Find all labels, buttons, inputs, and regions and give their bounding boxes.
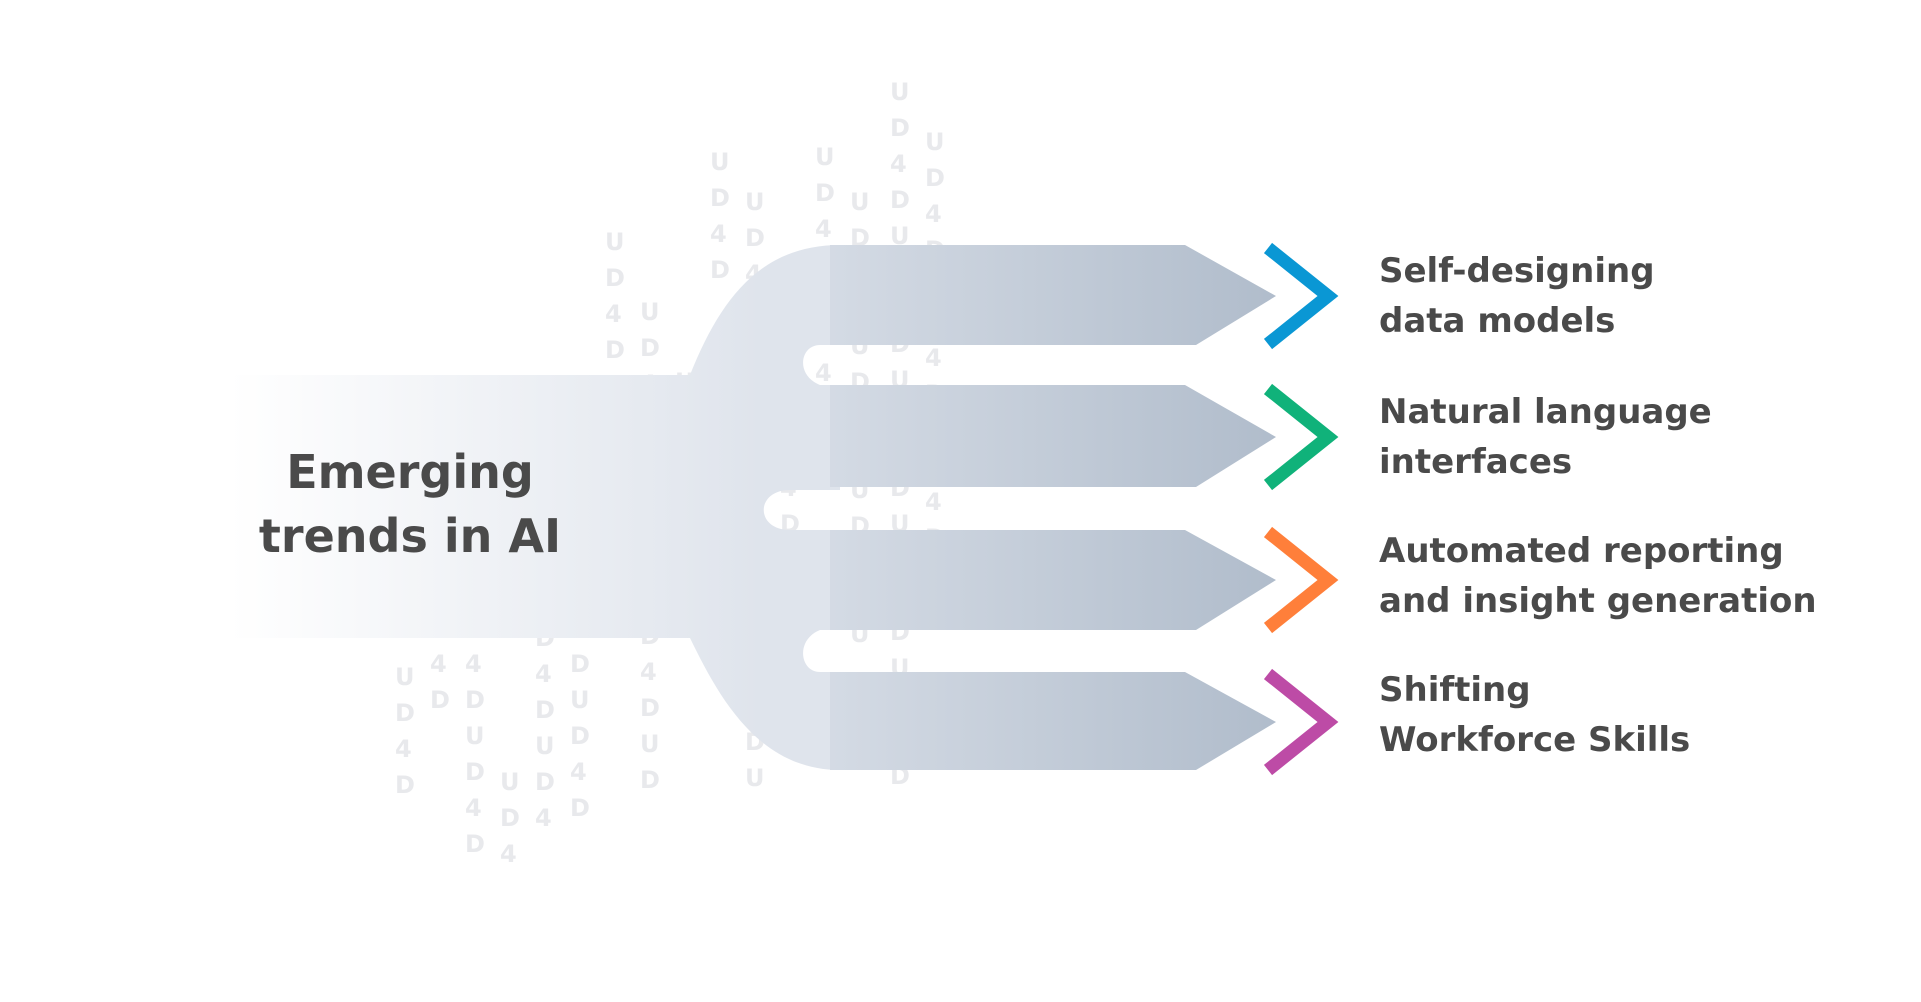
chevron-right-icon [1263,242,1339,350]
watermark-glyph: D [465,830,485,858]
watermark-glyph: 4 [570,758,587,786]
watermark-glyph: D [500,804,520,832]
fork-arrows [230,245,1276,770]
diagram-title: Emerging trends in AI [200,440,620,568]
watermark-glyph: U [890,78,910,106]
watermark-glyph: 4 [500,840,517,868]
watermark-glyph: U [745,764,765,792]
trend-label-line-1: Self-designing [1379,251,1655,291]
trend-label-self-designing: Self-designing data models [1379,246,1919,346]
watermark-glyph: D [925,164,945,192]
watermark-glyph: D [640,694,660,722]
trend-label-line-1: Natural language [1379,392,1712,432]
watermark-glyph: U [890,222,910,250]
watermark-glyph: U [535,732,555,760]
watermark-glyph: U [605,228,625,256]
watermark-glyph: D [465,686,485,714]
watermark-glyph: U [395,663,415,691]
trend-label-line-2: data models [1379,301,1616,341]
watermark-glyph: D [605,336,625,364]
prong-2 [830,385,1276,487]
watermark-glyph: 4 [890,150,907,178]
chevron-right-icon [1263,526,1339,634]
watermark-glyph: U [850,188,870,216]
watermark-glyph: U [815,143,835,171]
watermark-glyph: 4 [640,658,657,686]
title-line-1: Emerging [286,445,534,499]
watermark-glyph: D [745,224,765,252]
watermark-glyph: D [605,264,625,292]
prong-4 [830,672,1276,770]
trend-label-automated-reporting: Automated reporting and insight generati… [1379,526,1919,626]
watermark-glyph: 4 [465,794,482,822]
watermark-glyph: D [570,794,590,822]
watermark-glyph: D [465,758,485,786]
watermark-glyph: U [925,128,945,156]
watermark-glyph: D [710,256,730,284]
watermark-glyph: U [710,148,730,176]
trend-label-line-2: Workforce Skills [1379,720,1691,760]
watermark-glyph: D [890,186,910,214]
watermark-glyph: 4 [815,359,832,387]
watermark-glyph: D [430,686,450,714]
chevron-group [1263,242,1339,776]
watermark-glyph: 4 [815,215,832,243]
prong-1 [830,245,1276,345]
chevron-right-icon [1263,668,1339,776]
watermark-glyph: D [890,114,910,142]
prong-3 [830,530,1276,630]
watermark-glyph: 4 [535,804,552,832]
watermark-glyph: D [640,766,660,794]
chevron-right-icon [1263,383,1339,491]
watermark-glyph: 4 [430,650,447,678]
watermark-glyph: D [640,334,660,362]
trend-label-line-2: and insight generation [1379,581,1817,621]
watermark-glyph: 4 [395,735,412,763]
watermark-glyph: D [535,696,555,724]
trend-label-shifting-workforce: Shifting Workforce Skills [1379,665,1919,765]
watermark-glyph: D [395,771,415,799]
watermark-glyph: D [535,768,555,796]
watermark-glyph: 4 [465,650,482,678]
watermark-glyph: D [710,184,730,212]
fork-stem [230,245,840,770]
watermark-glyph: D [815,179,835,207]
watermark-glyph: U [745,188,765,216]
watermark-glyph: U [570,686,590,714]
watermark-glyph: D [570,650,590,678]
watermark-glyph: 4 [925,344,942,372]
watermark-glyph: 4 [925,488,942,516]
trend-label-line-2: interfaces [1379,442,1573,482]
watermark-glyph: 4 [535,660,552,688]
watermark-glyph: 4 [925,200,942,228]
trend-label-natural-language: Natural language interfaces [1379,387,1919,487]
watermark-glyph: U [640,730,660,758]
trend-label-line-1: Automated reporting [1379,531,1784,571]
watermark-glyph: U [640,298,660,326]
watermark-glyph: D [570,722,590,750]
watermark-glyph: 4 [710,220,727,248]
title-line-2: trends in AI [258,509,562,563]
watermark-glyph: U [500,768,520,796]
watermark-glyph: D [395,699,415,727]
watermark-glyph: U [465,722,485,750]
trend-label-line-1: Shifting [1379,670,1531,710]
watermark-glyph: 4 [605,300,622,328]
